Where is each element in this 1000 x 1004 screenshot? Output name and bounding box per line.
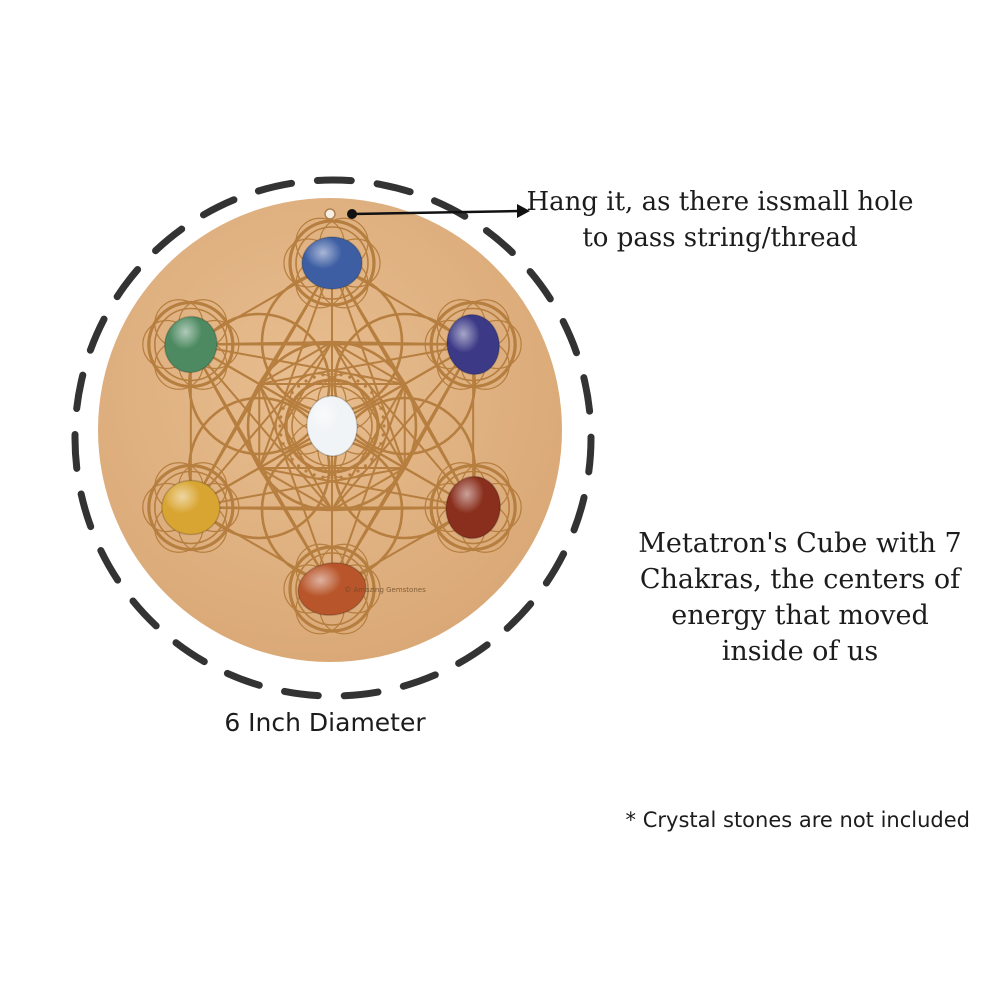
engraving-dot: [304, 379, 308, 383]
pointer-arrow: [347, 204, 530, 219]
engraving-dot: [370, 457, 374, 462]
diameter-dashed-outline: [71, 176, 595, 700]
engraving-ring: [187, 396, 331, 540]
engraving-dot: [279, 415, 283, 419]
engraving-dot: [381, 415, 385, 419]
engraving-dot: [348, 473, 352, 477]
stone-amethyst: [446, 313, 501, 376]
stone-green-aventurine: [163, 315, 218, 374]
engraving-dot: [321, 373, 325, 377]
engraving-dot: [381, 433, 385, 437]
hang-note: Hang it, as there issmall hole to pass s…: [510, 184, 930, 256]
engraving-dot: [290, 390, 294, 395]
engraving-dot: [356, 469, 360, 473]
stone-holder-ring: [295, 226, 369, 300]
engraving-ring: [333, 396, 477, 540]
stone-holder-ring: [154, 470, 228, 545]
engraving-dot: [382, 424, 386, 428]
stone-carnelian: [297, 562, 367, 616]
engraving-dot: [281, 442, 285, 446]
hanging-hole-icon: [324, 208, 336, 220]
engraving-ring: [333, 312, 477, 456]
engraving-dot: [379, 406, 383, 410]
description-line: Metatron's Cube with 7: [638, 528, 962, 559]
description-line: Chakras, the centers of: [639, 564, 961, 595]
diameter-label: 6 Inch Diameter: [224, 708, 426, 737]
engraving-dot: [348, 375, 352, 379]
engraving-dot: [290, 457, 294, 462]
engraving-dot: [285, 450, 289, 454]
stone-yellow-aventurine: [161, 479, 221, 536]
engraving-dot: [312, 375, 316, 379]
hang-note-line: to pass string/thread: [582, 223, 858, 253]
engraving-ring: [246, 340, 418, 512]
stone-highlight: [161, 480, 220, 535]
metatrons-cube-engraving: [142, 217, 522, 635]
description-line: energy that moved: [671, 600, 929, 631]
engraving-dot: [363, 464, 368, 468]
stone-highlight: [306, 396, 358, 456]
stone-highlight: [298, 562, 366, 616]
stone-highlight: [446, 476, 501, 539]
engraving-dot: [330, 372, 334, 376]
engraving-line: [189, 344, 333, 590]
engraving-dot: [321, 475, 325, 479]
engraving-dot: [279, 433, 283, 437]
engraving-dot: [363, 384, 368, 388]
stone-holder-ring: [284, 378, 380, 474]
engraving-dot: [281, 406, 285, 410]
stone-holder-ring: [436, 470, 510, 545]
engraving-dot: [330, 476, 334, 480]
engraving-dot: [379, 442, 383, 446]
engraving-ring: [187, 312, 331, 456]
stone-holder-ring: [154, 307, 228, 382]
engraving-dot: [312, 473, 316, 477]
engraving-dot: [356, 379, 360, 383]
engraving-dot: [296, 464, 301, 468]
stone-highlight: [302, 237, 362, 289]
engraving-dot: [375, 450, 379, 454]
stone-sodalite: [301, 236, 363, 290]
stone-holder-ring: [291, 385, 373, 467]
stone-clear-quartz: [306, 395, 358, 457]
stone-highlight: [447, 314, 500, 375]
stone-highlight: [164, 316, 217, 373]
stone-red-jasper: [445, 475, 501, 540]
engraving-dot: [304, 469, 308, 473]
engraving-dot: [370, 390, 374, 395]
engraving-dot: [296, 384, 301, 388]
description-line: inside of us: [721, 636, 879, 667]
hang-note-line: Hang it, as there issmall hole: [526, 187, 914, 217]
stone-holder-ring: [295, 552, 369, 626]
disclaimer-note: * Crystal stones are not included: [625, 808, 970, 832]
engraving-dot: [285, 398, 289, 402]
engraving-dot: [375, 398, 379, 402]
engraving-dot: [278, 424, 282, 428]
engraving-dot: [339, 475, 343, 479]
product-description: Metatron's Cube with 7 Chakras, the cent…: [620, 526, 980, 670]
stone-holder-ring: [436, 307, 510, 382]
engraving-dot: [339, 373, 343, 377]
maker-mark: © Amazing Gemstones: [344, 586, 426, 594]
